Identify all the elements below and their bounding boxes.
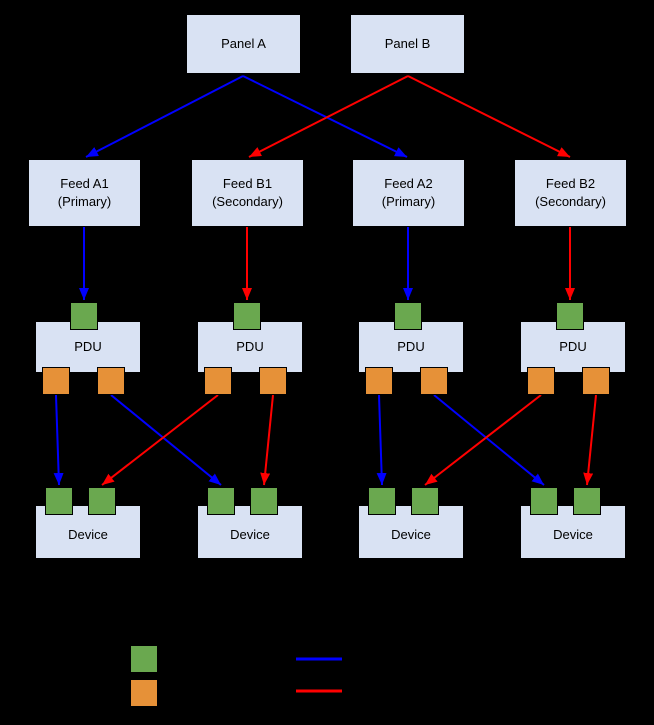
panel-b-box: Panel B: [350, 14, 465, 74]
arrow-pdu-1-to-device-1: [53, 394, 64, 486]
arrow-panel-b-to-feed-b2: [407, 75, 571, 158]
pdu-2-output-port-left: [204, 367, 232, 395]
feed-b2-name: Feed B2: [545, 175, 596, 191]
feed-a2-box: Feed A2 (Primary): [352, 159, 465, 227]
legend-orange-port-swatch: [130, 679, 158, 707]
pdu-4-label: PDU: [559, 338, 587, 354]
feed-a1-role: (Primary): [57, 194, 112, 209]
arrow-pdu-4-to-device-4: [583, 394, 597, 486]
pdu-1-box: PDU: [35, 321, 141, 373]
feed-b2-box: Feed B2 (Secondary): [514, 159, 627, 227]
feed-b1-name: Feed B1: [222, 175, 273, 191]
device-3-input-port-right: [411, 487, 439, 515]
device-2-input-port-left: [207, 487, 235, 515]
arrow-pdu-1-to-device-2: [110, 394, 222, 486]
panel-a-label: Panel A: [221, 35, 266, 51]
arrow-panel-a-to-feed-a1: [85, 75, 244, 158]
pdu-3-output-port-left: [365, 367, 393, 395]
arrow-pdu-2-to-device-1: [101, 394, 219, 486]
device-1-label: Device: [68, 526, 108, 542]
legend-green-port-swatch: [130, 645, 158, 673]
feed-a2-name: Feed A2: [384, 175, 433, 191]
pdu-1-output-port-right: [97, 367, 125, 395]
arrow-pdu-2-to-device-2: [260, 394, 274, 486]
device-1-input-port-left: [45, 487, 73, 515]
device-1-input-port-right: [88, 487, 116, 515]
feed-b1-box: Feed B1 (Secondary): [191, 159, 304, 227]
pdu-1-output-port-left: [42, 367, 70, 395]
feed-a1-box: Feed A1 (Primary): [28, 159, 141, 227]
pdu-3-output-port-right: [420, 367, 448, 395]
pdu-2-input-port: [233, 302, 261, 330]
arrow-pdu-3-to-device-4: [433, 394, 545, 486]
device-2-label: Device: [230, 526, 270, 542]
device-2-input-port-right: [250, 487, 278, 515]
device-3-input-port-left: [368, 487, 396, 515]
panel-a-box: Panel A: [186, 14, 301, 74]
panel-b-label: Panel B: [384, 35, 431, 51]
device-4-label: Device: [553, 526, 593, 542]
feed-b2-role: (Secondary): [535, 194, 606, 209]
feed-b1-role: (Secondary): [212, 194, 283, 209]
arrow-pdu-3-to-device-3: [376, 394, 387, 486]
pdu-4-output-port-right: [582, 367, 610, 395]
feed-a2-role: (Primary): [381, 194, 436, 209]
pdu-2-label: PDU: [236, 338, 264, 354]
pdu-1-label: PDU: [74, 338, 102, 354]
arrow-panel-a-to-feed-a2: [242, 75, 408, 158]
arrow-panel-b-to-feed-b1: [248, 75, 409, 158]
pdu-2-output-port-right: [259, 367, 287, 395]
pdu-3-input-port: [394, 302, 422, 330]
device-4-input-port-right: [573, 487, 601, 515]
feed-a1-name: Feed A1: [60, 175, 109, 191]
device-3-label: Device: [391, 526, 431, 542]
pdu-4-input-port: [556, 302, 584, 330]
pdu-1-input-port: [70, 302, 98, 330]
arrow-pdu-4-to-device-3: [424, 394, 542, 486]
device-4-input-port-left: [530, 487, 558, 515]
pdu-4-output-port-left: [527, 367, 555, 395]
pdu-3-label: PDU: [397, 338, 425, 354]
